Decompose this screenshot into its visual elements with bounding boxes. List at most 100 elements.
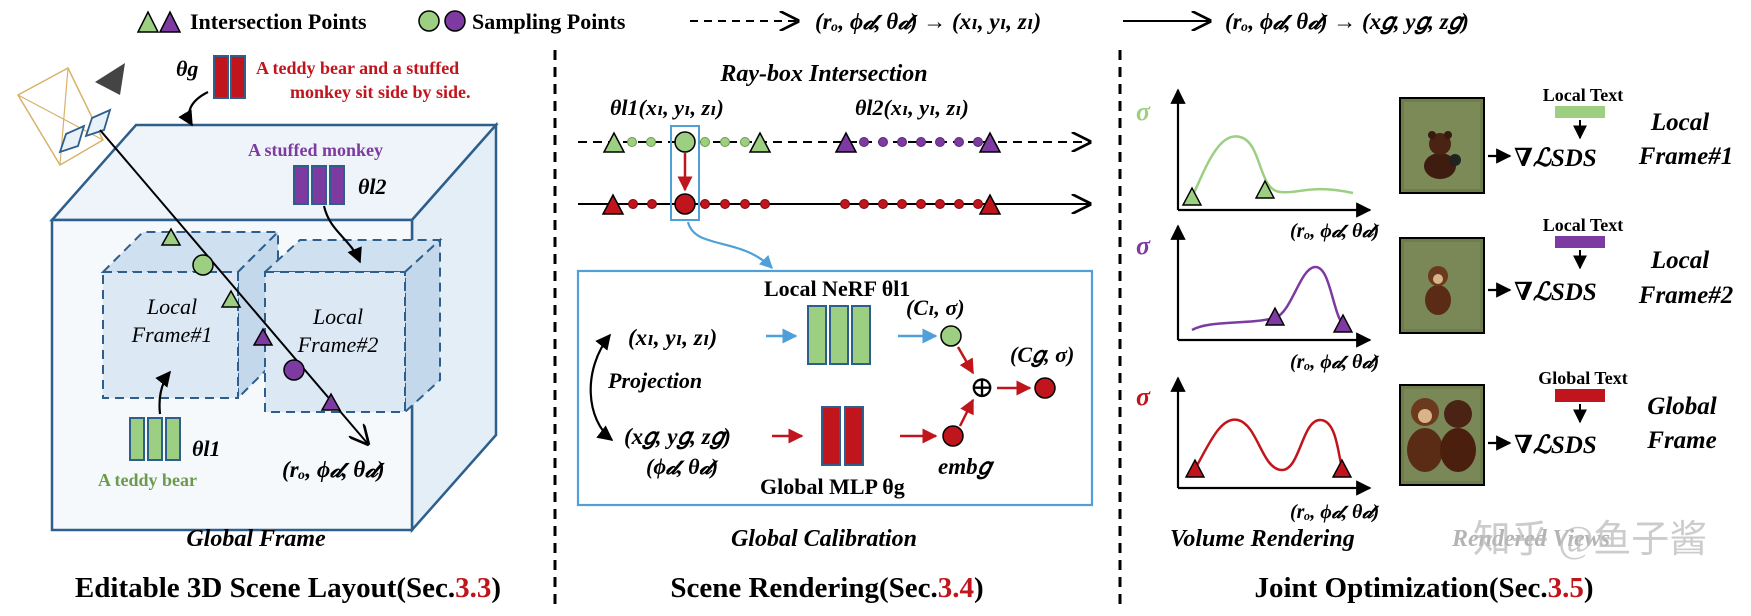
ray-sample-1 xyxy=(192,254,214,276)
volume-rendering-subtitle: Volume Rendering xyxy=(1170,526,1355,552)
global-output-point xyxy=(1034,377,1056,399)
local-ray-highlight-sample xyxy=(674,131,696,153)
local-ray-purple-tri-2 xyxy=(978,131,1002,153)
legend: Intersection Points Sampling Points (rₒ,… xyxy=(136,9,1469,35)
monkey-prompt: A stuffed monkey xyxy=(248,140,383,160)
optimization-panel: σ (rₒ, ϕ𝒹, θ𝒹) σ (rₒ, ϕ𝒹, θ𝒹) σ xyxy=(1136,85,1733,604)
rendered-view-1 xyxy=(1399,97,1485,194)
solid-mapping-label: (rₒ, ϕ𝒹, θ𝒹) → (x𝑔, y𝑔, z𝑔) xyxy=(1225,9,1469,35)
row-2-annotations: Local Text ∇ℒSDS Local Frame#2 xyxy=(1488,215,1733,309)
watermark: 知乎 @鱼子酱 xyxy=(1473,519,1708,561)
theta-g-arrow xyxy=(178,91,209,127)
projection-arrow xyxy=(589,333,614,441)
purple-circle-icon xyxy=(444,10,466,32)
sigma-label-2: σ xyxy=(1136,231,1151,260)
global-mlp-icon xyxy=(213,55,246,99)
row-2-text-label: Local Text xyxy=(1543,215,1624,235)
optimization-section-title: Joint Optimization(Sec.3.5) xyxy=(1254,572,1593,604)
projection-label: Projection xyxy=(607,368,702,393)
local-ray-green-samples xyxy=(627,137,750,147)
local-frame-2-box xyxy=(262,237,443,415)
global-ray-tri-1 xyxy=(601,193,625,215)
row-3-frame-line2: Frame xyxy=(1646,427,1716,454)
global-mlp-label: Global MLP θg xyxy=(760,474,905,499)
rendered-view-3 xyxy=(1399,384,1485,486)
local-nerf-2-icon xyxy=(293,165,345,205)
emb-to-sum-arrow xyxy=(958,398,975,427)
local-nerf-1-icon xyxy=(129,417,181,461)
local-nerf-label: Local NeRF θl1 xyxy=(764,276,910,301)
global-coords: (x𝑔, y𝑔, z𝑔) xyxy=(624,424,731,450)
row-3-text-embedding xyxy=(1555,389,1605,402)
local-to-sum-arrow xyxy=(956,346,975,375)
axis-label-1: (rₒ, ϕ𝒹, θ𝒹) xyxy=(1290,220,1380,242)
global-prompt-line2: monkey sit side by side. xyxy=(290,82,471,102)
rendering-section-title: Scene Rendering(Sec.3.4) xyxy=(670,572,983,604)
density-curve-3 xyxy=(1188,418,1345,478)
theta-l1-arrow xyxy=(155,370,171,415)
rendering-subtitle: Global Calibration xyxy=(731,526,917,552)
local-frame-2-label-line1: Local xyxy=(312,304,363,329)
density-curve-1 xyxy=(1188,135,1354,201)
theta-l2-coords: θl2(xₗ, yₗ, zₗ) xyxy=(855,95,969,120)
ray-sample-2 xyxy=(283,359,305,381)
row-3-annotations: Global Text ∇ℒSDS Global Frame xyxy=(1488,368,1717,459)
ray-intersection-1 xyxy=(160,227,182,246)
sum-symbol: ⊕ xyxy=(969,371,994,404)
emb-label: emb𝑔 xyxy=(938,454,995,480)
local-ray-purple-tri-1 xyxy=(834,131,858,153)
global-prompt-line1: A teddy bear and a stuffed xyxy=(256,58,459,78)
ray-label: (rₒ, ϕ𝒹, θ𝒹) xyxy=(282,457,385,482)
row-2-frame-line2: Frame#2 xyxy=(1638,282,1733,309)
row-1-text-embedding xyxy=(1555,106,1605,118)
green-triangle-icon xyxy=(136,10,160,33)
purple-triangle-icon xyxy=(158,10,182,33)
zoom-blue-arrow xyxy=(686,221,773,269)
raybox-title: Ray-box Intersection xyxy=(719,61,927,87)
layout-subtitle: Global Frame xyxy=(186,526,326,552)
local-nerf-mlp-icon xyxy=(807,305,871,365)
global-ray-highlight-sample xyxy=(674,193,696,215)
theta-l1-label: θl1 xyxy=(192,436,221,461)
layout-panel: Local Frame#1 Local Frame#2 (rₒ, ϕ𝒹, θ𝒹)… xyxy=(16,55,501,604)
rendering-panel: Ray-box Intersection θl1(xₗ, yₗ, zₗ) θl2… xyxy=(576,61,1094,604)
rendered-views-subtitle: Rendered Views xyxy=(1451,526,1610,552)
intersection-points-label: Intersection Points xyxy=(190,9,367,34)
local-ray-green-tri-1 xyxy=(602,131,626,153)
rendered-view-2 xyxy=(1399,237,1485,334)
cg-sigma-label: (C𝑔, σ) xyxy=(1010,342,1074,368)
global-ray-samples xyxy=(628,199,983,209)
ray-intersection-3 xyxy=(252,327,274,346)
teddy-prompt: A teddy bear xyxy=(98,470,197,490)
local-frame-1-label-line1: Local xyxy=(146,294,197,319)
volume-plot-local-2: σ (rₒ, ϕ𝒹, θ𝒹) xyxy=(1136,224,1380,373)
camera-icon xyxy=(16,63,125,167)
volume-plot-local-1: σ (rₒ, ϕ𝒹, θ𝒹) xyxy=(1136,88,1380,242)
theta-g-label: θg xyxy=(176,56,198,81)
layout-section-title: Editable 3D Scene Layout(Sec.3.3) xyxy=(75,572,501,604)
global-dirs: (ϕ𝒹, θ𝒹) xyxy=(646,454,719,479)
camera-ray xyxy=(99,129,368,444)
row-2-loss: ∇ℒSDS xyxy=(1514,279,1597,306)
axis-label-3: (rₒ, ϕ𝒹, θ𝒹) xyxy=(1290,501,1380,523)
sampling-points-label: Sampling Points xyxy=(472,9,626,34)
sigma-label-1: σ xyxy=(1136,97,1151,126)
ray-intersection-2 xyxy=(220,289,242,308)
selected-sample-highlight xyxy=(670,125,700,221)
theta-l2-label: θl2 xyxy=(358,174,387,199)
green-circle-icon xyxy=(418,10,440,32)
row-1-annotations: Local Text ∇ℒSDS Local Frame#1 xyxy=(1488,85,1733,172)
global-ray-tri-2 xyxy=(978,193,1002,215)
density-curve-2 xyxy=(1191,265,1345,332)
global-mlp-block-icon xyxy=(821,406,864,466)
row-2-frame-line1: Local xyxy=(1650,247,1709,274)
row-1-frame-line1: Local xyxy=(1650,109,1709,136)
theta-l1-coords: θl1(xₗ, yₗ, zₗ) xyxy=(610,95,724,120)
local-ray-green-tri-2 xyxy=(748,131,772,153)
row-1-frame-line2: Frame#1 xyxy=(1638,143,1733,170)
global-embed-point xyxy=(942,425,964,447)
dashed-mapping-label: (rₒ, ϕ𝒹, θ𝒹) → (xₗ, yₗ, zₗ) xyxy=(815,9,1041,34)
local-coords: (xₗ, yₗ, zₗ) xyxy=(628,325,717,350)
volume-plot-global: σ (rₒ, ϕ𝒹, θ𝒹) xyxy=(1136,376,1380,523)
